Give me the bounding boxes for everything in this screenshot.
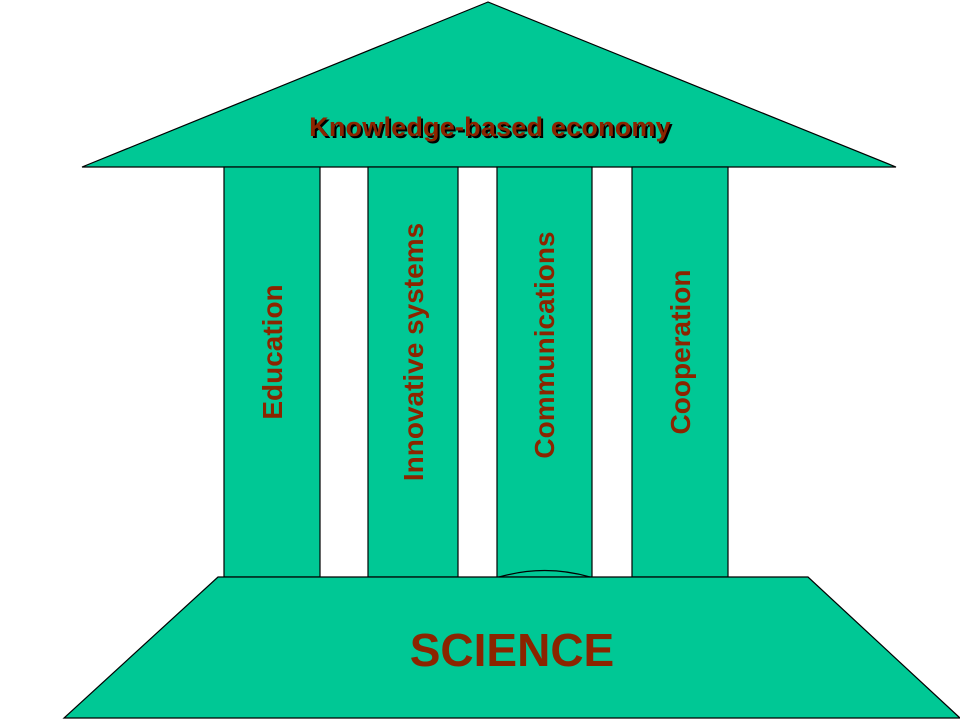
base-label: SCIENCE	[410, 624, 614, 676]
svg-text:Knowledge-based economy: Knowledge-based economy	[309, 112, 671, 142]
pillar-shape-cooperation	[631, 166, 729, 578]
svg-text:Cooperation: Cooperation	[665, 270, 696, 435]
pillar-label-education: Education	[257, 284, 288, 419]
pillar-shape-innovative-systems	[367, 166, 459, 578]
base-shape	[62, 576, 960, 719]
svg-text:Knowledge-based economy: Knowledge-based economy	[311, 114, 673, 144]
pillar-label-communications: Communications	[529, 231, 560, 458]
roof-shape	[81, 1, 897, 168]
pillar-label-cooperation: Cooperation	[665, 270, 696, 435]
pillar-label-innovative-systems: Innovative systems	[398, 223, 429, 481]
pillar-shape-communications	[496, 166, 593, 578]
svg-text:Communications: Communications	[529, 231, 560, 458]
roof-title: Knowledge-based economy Knowledge-based …	[309, 112, 673, 144]
pillar-cap-arc	[498, 569, 591, 578]
svg-text:Innovative systems: Innovative systems	[398, 223, 429, 481]
pillar-shape-education	[223, 166, 321, 578]
svg-text:Education: Education	[257, 284, 288, 419]
